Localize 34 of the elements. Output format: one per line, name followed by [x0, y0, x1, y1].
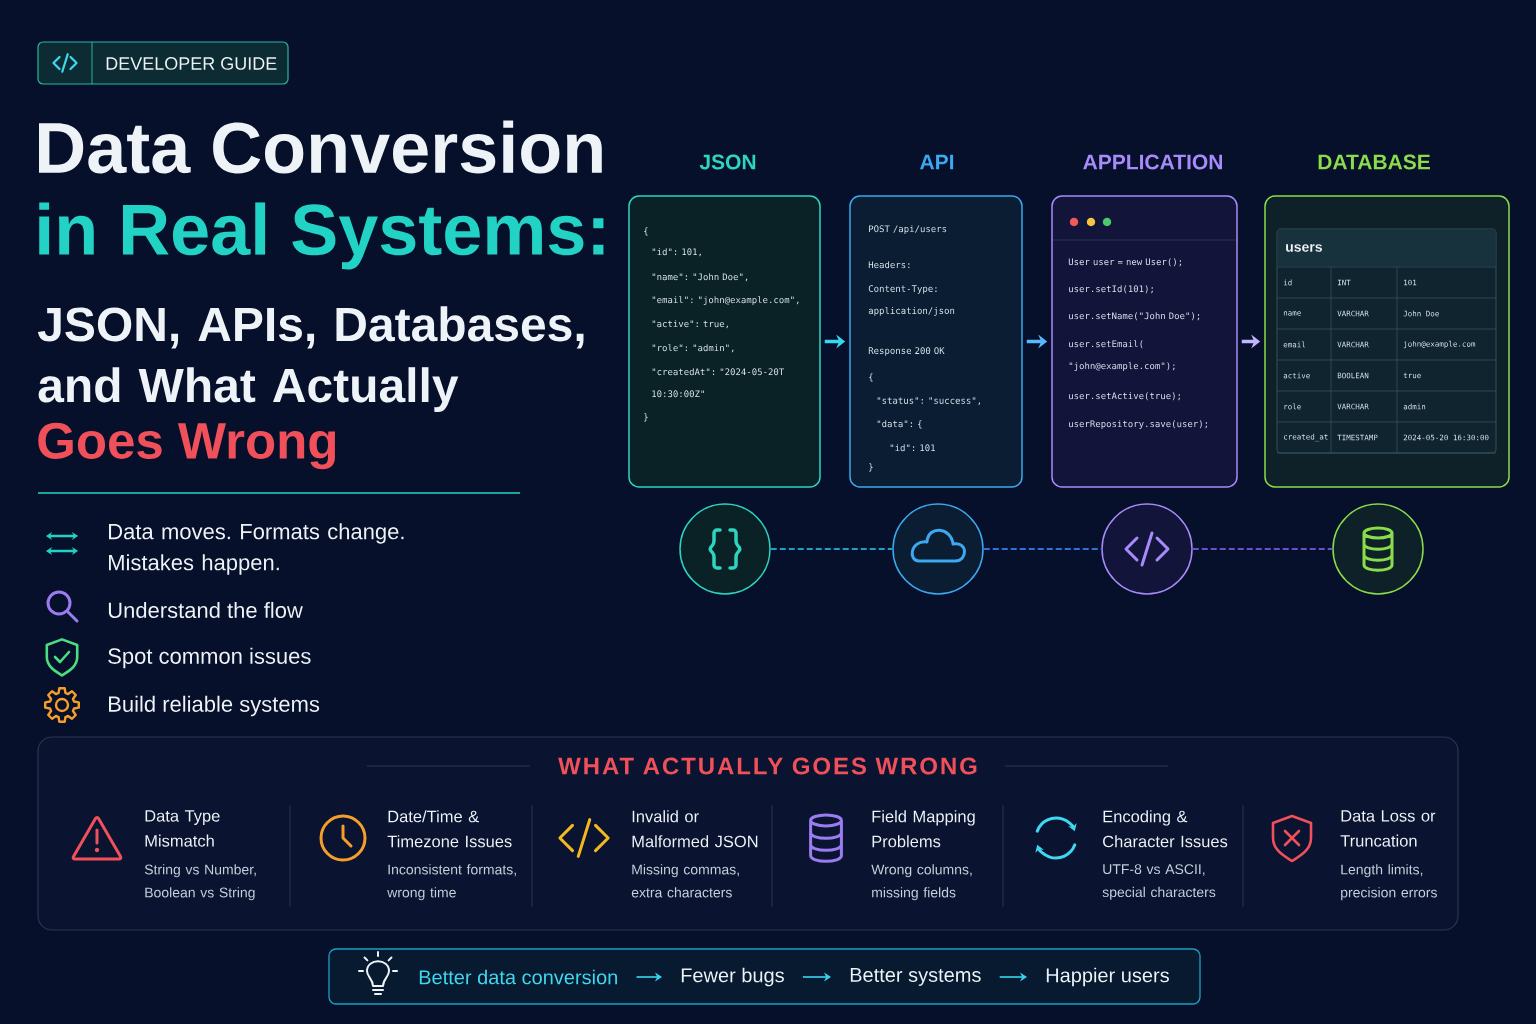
subtitle: JSON, APIs, Databases, and What Actually — [37, 306, 584, 412]
issue-title: Data Loss or Truncation — [1340, 810, 1436, 847]
issue-description: String vs Number, Boolean vs String — [144, 864, 256, 901]
issue-title: Field Mapping Problems — [872, 810, 975, 848]
issue-description: Length limits, precision errors — [1341, 864, 1437, 901]
flow-text: Better systems — [850, 968, 981, 986]
issue-title: Date/Time & Timezone Issues — [387, 810, 512, 848]
issue-title: Data Type Mismatch — [145, 810, 220, 847]
bullet-text: Build reliable systems — [109, 695, 320, 717]
issue-title: Encoding & Character Issues — [1103, 810, 1228, 848]
code-panel: API POST /api/users Headers: Content-Type: application/json Response 200 OK { "status": "success", "data": { "id": 101 } — [849, 154, 1023, 488]
dashed-connector — [1191, 548, 1334, 550]
code-panel: APPLICATION User user = new User(); user.setId(101); user.setName("John Doe"); user.setEmail( "john@example.com"); user.setActive(true); userRepository.save(user); — [1051, 154, 1238, 488]
node-label: APPLICATION — [1083, 154, 1222, 170]
bullet-text: Data moves. Formats change. Mistakes happen. — [109, 523, 404, 575]
node-label: API — [920, 154, 954, 170]
dashed-connector — [769, 548, 894, 550]
bullet-text: Understand the flow — [108, 601, 303, 619]
issue-title: Invalid or Malformed JSON — [632, 810, 758, 848]
title: Data Conversion — [39, 120, 602, 174]
node-label: JSON — [699, 154, 756, 170]
issue-description: Wrong columns, missing fields — [871, 864, 972, 901]
issue-description: Inconsistent formats, wrong time — [387, 864, 516, 901]
flow-text: Happier users — [1046, 967, 1169, 987]
node-label: DATABASE — [1318, 154, 1430, 170]
badge: DEVELOPER GUIDE — [37, 41, 289, 85]
bullet-text: Spot common issues — [108, 647, 311, 669]
issue-description: UTF-8 vs ASCII, special characters — [1102, 864, 1216, 900]
flow-text: Fewer bugs — [681, 967, 784, 987]
title-line: in Real Systems: — [39, 202, 604, 270]
code-panel: JSON { "id": 101, "name": "John Doe", "email": "john@example.com", "active": true, "role": "admin", "createdAt": "2024-05-20T 10:30:00Z" } — [628, 154, 821, 488]
flow-text: Better data conversion — [419, 969, 617, 985]
issue-description: Missing commas, extra characters — [631, 864, 739, 898]
subtitle: Goes Wrong — [38, 422, 336, 470]
